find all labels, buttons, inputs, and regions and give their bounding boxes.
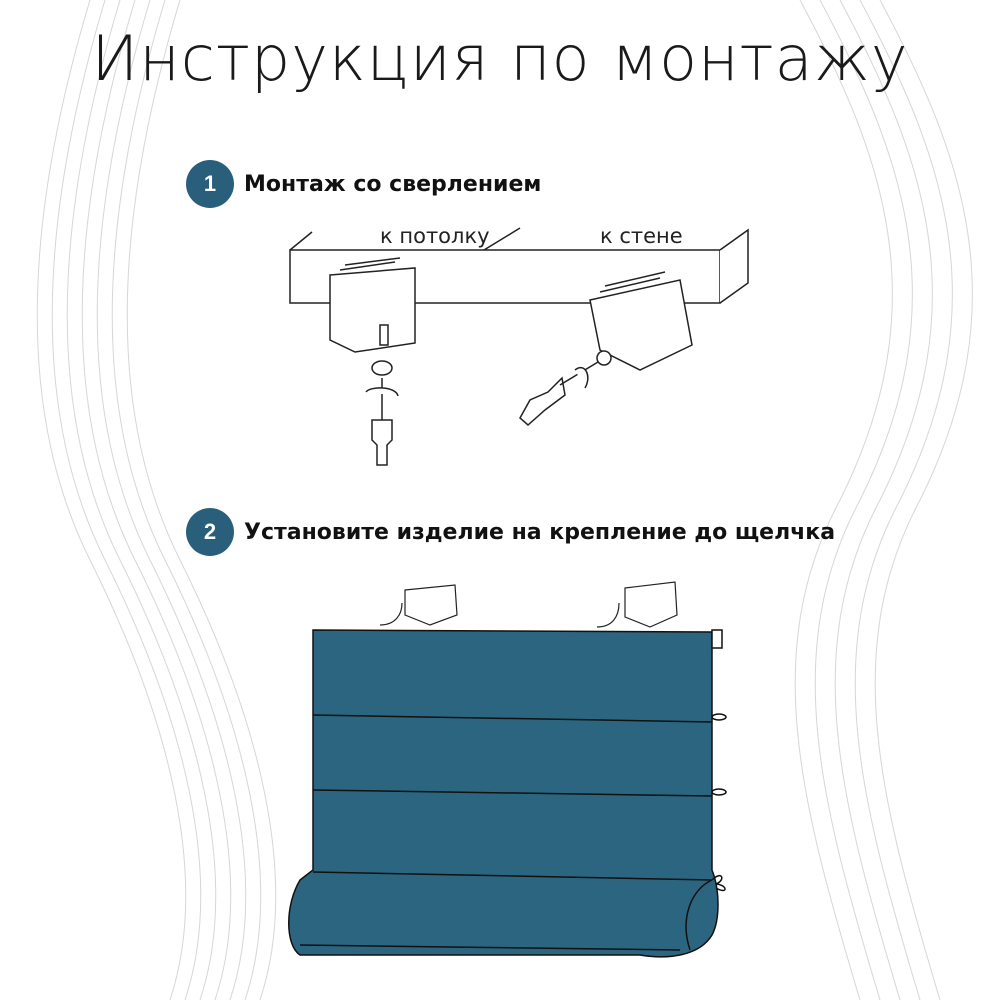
page-title: Инструкция по монтажу [91, 22, 909, 95]
step-number-badge: 1 [186, 160, 234, 208]
step-2: 2 Установите изделие на крепление до щел… [186, 508, 835, 556]
bracket-icon [379, 584, 458, 626]
bracket-icon [596, 581, 678, 628]
label-ceiling: к потолку [380, 224, 490, 248]
bracket-icon [329, 257, 416, 353]
screwdriver-icon [365, 360, 399, 466]
label-wall: к стене [600, 224, 683, 248]
roman-blind [288, 629, 727, 958]
step-text: Монтаж со сверлением [244, 171, 542, 197]
screwdriver-icon [519, 350, 612, 426]
bracket-icon [589, 271, 693, 371]
step-number-badge: 2 [186, 508, 234, 556]
step-text: Установите изделие на крепление до щелчк… [244, 519, 836, 545]
step-1: 1 Монтаж со сверлением [186, 160, 541, 208]
